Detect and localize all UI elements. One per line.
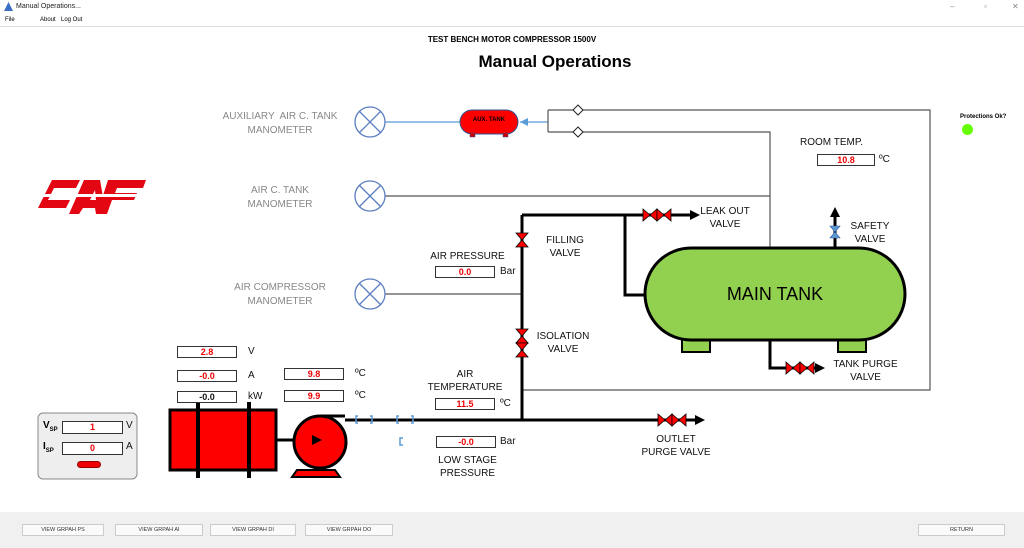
caf-logo (38, 180, 148, 214)
check-valve-icon (572, 104, 584, 138)
view-graph-ps-button[interactable]: VIEW GRPAH PS (22, 524, 104, 536)
motor-temp1-value: 9.8 (284, 368, 344, 380)
view-graph-di-button[interactable]: VIEW GRPAH DI (210, 524, 296, 536)
isolation-valve-icon (515, 328, 529, 358)
safety-valve-label: SAFETY VALVE (850, 221, 890, 245)
motor-voltage-unit: V (248, 346, 255, 357)
motor-temp2-unit: ºC (355, 390, 366, 401)
voltage-setpoint-input[interactable]: 1 (62, 421, 123, 434)
motor-temp1-unit: ºC (355, 368, 366, 379)
filling-valve-label: FILLING VALVE (546, 235, 584, 259)
page-subtitle: TEST BENCH MOTOR COMPRESSOR 1500V (427, 35, 597, 44)
filling-valve-icon (515, 232, 529, 248)
room-temp-label: ROOM TEMP. (800, 137, 863, 148)
current-setpoint-unit: A (126, 441, 133, 452)
aux-tank-label: AUX. TANK (472, 117, 506, 123)
main-tank-label: MAIN TANK (726, 284, 824, 304)
air-temperature-label: AIR TEMPERATURE (427, 369, 503, 393)
low-stage-pressure-label: LOW STAGE PRESSURE (438, 455, 497, 479)
air-pressure-unit: Bar (500, 266, 516, 277)
footer-bar: VIEW GRPAH PS VIEW GRPAH AI VIEW GRPAH D… (0, 512, 1024, 548)
safety-valve-icon (829, 225, 841, 239)
outlet-purge-valve-label: OUTLET PURGE VALVE (641, 434, 711, 458)
isolation-valve-label: ISOLATION VALVE (536, 331, 590, 355)
voltage-setpoint-unit: V (126, 420, 133, 431)
menu-about[interactable]: About (40, 17, 56, 23)
aux-manometer-icon (354, 106, 386, 138)
air-pressure-label: AIR PRESSURE (430, 251, 505, 262)
compressor-manometer-label: AIR COMPRESSOR MANOMETER (234, 282, 326, 307)
title-bar: Manual Operations... – ▫ ✕ (0, 0, 1024, 14)
window-title: Manual Operations... (16, 3, 81, 10)
app-icon (4, 2, 13, 11)
leak-valve-icon (642, 208, 672, 222)
motor-current-unit: A (248, 370, 255, 381)
voltage-setpoint-label: VSP (43, 420, 58, 433)
air-temperature-unit: ºC (500, 398, 511, 409)
motor-voltage-value: 2.8 (177, 346, 237, 358)
current-setpoint-input[interactable]: 0 (62, 442, 123, 455)
motor-temp2-value: 9.9 (284, 390, 344, 402)
minimize-button[interactable]: – (950, 2, 955, 11)
return-button[interactable]: RETURN (918, 524, 1005, 536)
outlet-purge-valve-icon (657, 413, 687, 427)
aux-tank (459, 109, 519, 138)
tank-purge-valve-icon (785, 361, 815, 375)
menu-logout[interactable]: Log Out (61, 17, 83, 23)
compressor-manometer-icon (354, 278, 386, 310)
maximize-button[interactable]: ▫ (984, 2, 987, 11)
protections-status-led (962, 124, 973, 135)
tank-manometer-label: AIR C. TANK MANOMETER (247, 185, 313, 210)
tank-manometer-icon (354, 180, 386, 212)
low-stage-pressure-value: -0.0 (436, 436, 496, 448)
motor-current-value: -0.0 (177, 370, 237, 382)
motor-power-unit: kW (248, 391, 263, 402)
motor (168, 402, 348, 478)
view-graph-do-button[interactable]: VIEW GRPAH DO (305, 524, 393, 536)
room-temp-value: 10.8 (817, 154, 875, 166)
tank-purge-valve-label: TANK PURGE VALVE (833, 359, 898, 383)
room-temp-unit: ºC (879, 154, 890, 165)
main-tank (643, 246, 907, 353)
menu-file[interactable]: File (5, 17, 15, 23)
page-title: Manual Operations (478, 52, 632, 71)
view-graph-ai-button[interactable]: VIEW GRPAH AI (115, 524, 203, 536)
close-button[interactable]: ✕ (1012, 2, 1019, 11)
arrow-icon (520, 118, 528, 126)
leak-valve-label: LEAK OUT VALVE (700, 206, 750, 230)
low-stage-pressure-unit: Bar (500, 436, 516, 447)
motor-power-value: -0.0 (177, 391, 237, 403)
menu-bar: File About Log Out (0, 14, 1024, 27)
sensor-bracket-icon (355, 415, 414, 446)
current-setpoint-label: ISP (43, 441, 54, 454)
air-pressure-value: 0.0 (435, 266, 495, 278)
aux-manometer-label: AUXILIARY AIR C. TANK MANOMETER (222, 111, 338, 136)
air-temperature-value: 11.5 (435, 398, 495, 410)
apply-setpoint-button[interactable] (77, 461, 101, 468)
protections-label: Protections Ok? (960, 114, 1007, 120)
